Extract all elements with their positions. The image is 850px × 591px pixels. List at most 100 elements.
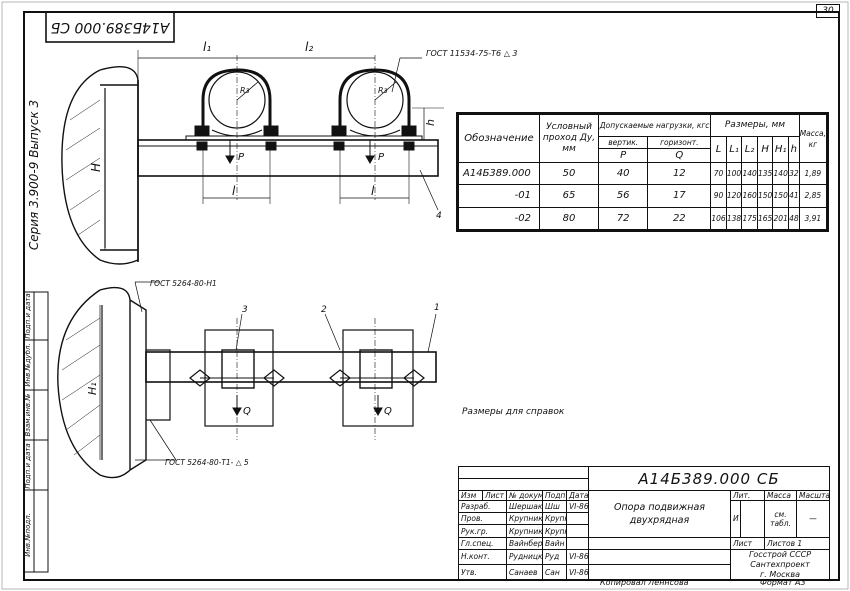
callout-2: 2 bbox=[321, 305, 327, 315]
col-mass: Масса, кг bbox=[798, 114, 828, 163]
sheet-label: Лист bbox=[730, 536, 765, 550]
col-horiz: горизонт. bbox=[647, 136, 712, 149]
cell-L2: 160 bbox=[741, 184, 758, 208]
role: Утв. bbox=[458, 564, 507, 581]
signature: Сан bbox=[542, 564, 567, 581]
col-loads: Допускаемые нагрузки, кгс bbox=[597, 114, 712, 137]
load-Q-label-2: Q bbox=[384, 406, 392, 417]
signature: Крупн bbox=[542, 524, 567, 538]
cell-code: -01 bbox=[458, 184, 540, 208]
role: Разраб. bbox=[458, 500, 507, 514]
signature: Вайн bbox=[542, 536, 567, 550]
cell-H1: 201 bbox=[772, 206, 789, 231]
mass-label: Масса bbox=[764, 490, 797, 502]
person-name: Вайнберг bbox=[506, 536, 543, 550]
dim-l-label-2: l bbox=[371, 184, 375, 198]
role: Н.конт. bbox=[458, 548, 507, 566]
cell-L2: 140 bbox=[741, 161, 758, 186]
date: VI-86 bbox=[566, 500, 589, 514]
person-name: Крупник bbox=[506, 512, 543, 526]
date bbox=[566, 512, 589, 526]
left-strip: Инв.№подл. Подп.и дата Взам.инв.№ Инв.№д… bbox=[23, 291, 49, 573]
col-dn: Условный проход Ду, мм bbox=[539, 114, 599, 163]
dim-l1-label: l₁ bbox=[203, 40, 211, 54]
title-block: А14Б389.000 СБ Изм Лист № докум. Подп. Д… bbox=[458, 465, 831, 582]
cell-mass: 1,89 bbox=[798, 161, 828, 186]
rotated-code-box bbox=[45, 11, 175, 43]
dim-col-L1: L₁ bbox=[725, 136, 743, 163]
org-line-1: Госстрой СССР bbox=[748, 549, 812, 559]
spec-table: Обозначение Условный проход Ду, мм Допус… bbox=[456, 112, 829, 232]
cell-code: А14Б389.000 bbox=[458, 161, 540, 186]
rotated-doc-code: А14Б389.000 СБ bbox=[51, 19, 171, 35]
load-Q-label-1: Q bbox=[243, 406, 251, 417]
cell-code: -02 bbox=[458, 206, 540, 231]
cell-p: 40 bbox=[597, 161, 649, 186]
gost-weld-1: ГОСТ 5264-80-Н1 bbox=[150, 279, 217, 288]
sheet-number: 30 bbox=[816, 4, 840, 18]
cell-L: 90 bbox=[710, 184, 727, 208]
role: Пров. bbox=[458, 512, 507, 526]
org-line-3: г. Москва bbox=[760, 569, 800, 579]
sheets-label: Листов 1 bbox=[763, 536, 831, 550]
dim-l2-label: l₂ bbox=[305, 40, 313, 54]
cell-H1: 150 bbox=[772, 184, 789, 208]
table-row: -01 65 56 17 90 120 160 150 150 41 2,85 bbox=[458, 184, 828, 208]
load-P-label-2: P bbox=[378, 152, 385, 163]
person-name: Санаев bbox=[506, 564, 543, 581]
cell-mass: 3,91 bbox=[798, 206, 828, 231]
col-designation: Обозначение bbox=[458, 114, 540, 163]
head-date: Дата bbox=[566, 490, 589, 502]
dim-col-L2: L₂ bbox=[741, 136, 758, 163]
head-sign: Подп. bbox=[542, 490, 567, 502]
format-label: Формат А3 bbox=[760, 578, 806, 587]
dim-H-label: H bbox=[89, 163, 103, 172]
org-line-2: Сантехпроект bbox=[750, 559, 810, 569]
dim-l-label-1: l bbox=[232, 184, 236, 198]
strip-label-3: Взам.инв.№ bbox=[24, 393, 32, 436]
date bbox=[566, 536, 589, 550]
cell-dn: 80 bbox=[539, 206, 599, 231]
signature: Руд bbox=[542, 548, 567, 566]
cell-H1: 140 bbox=[772, 161, 789, 186]
callout-3: 3 bbox=[242, 305, 248, 315]
cell-dn: 65 bbox=[539, 184, 599, 208]
col-dims: Размеры, мм bbox=[710, 114, 800, 137]
head-izm: Изм bbox=[458, 490, 483, 502]
strip-label-5: Подп.и дата bbox=[24, 293, 32, 338]
radius-label-2: Rз bbox=[378, 86, 388, 95]
cell-H: 150 bbox=[756, 184, 774, 208]
signature: Шш bbox=[542, 500, 567, 514]
copied-by: Копировал Леннсова bbox=[600, 578, 689, 587]
doc-code: А14Б389.000 СБ bbox=[587, 465, 831, 492]
col-vert: вертик. bbox=[597, 136, 649, 149]
strip-label-1: Инв.№подл. bbox=[24, 513, 32, 557]
radius-label-1: Rз bbox=[240, 86, 250, 95]
role: Рук.гр. bbox=[458, 524, 507, 538]
cell-q: 12 bbox=[647, 161, 712, 186]
callout-4: 4 bbox=[436, 211, 442, 221]
dim-col-H: H bbox=[756, 136, 774, 163]
title-line-2: двухрядная bbox=[629, 514, 690, 526]
role: Гл.спец. bbox=[458, 536, 507, 550]
lit-label: Лит. bbox=[730, 490, 765, 502]
signature: Крупн bbox=[542, 512, 567, 526]
strip-label-2: Подп.и дата bbox=[24, 443, 32, 488]
gost-weld-2: ГОСТ 5264-80-Т1- △ 5 bbox=[165, 458, 249, 467]
cell-p: 56 bbox=[597, 184, 649, 208]
cell-L: 106 bbox=[710, 206, 727, 231]
load-P-label-1: P bbox=[238, 152, 245, 163]
front-view bbox=[61, 50, 444, 265]
reference-note: Размеры для справок bbox=[462, 407, 565, 417]
plan-view bbox=[57, 281, 437, 479]
cell-H: 165 bbox=[756, 206, 774, 231]
cell-L: 70 bbox=[710, 161, 727, 186]
lit-value: И bbox=[730, 500, 741, 538]
person-name: Крупник bbox=[506, 524, 543, 538]
col-P: P bbox=[597, 148, 649, 163]
dim-col-H1: H₁ bbox=[772, 136, 789, 163]
scale-label: Масштаб bbox=[795, 490, 831, 502]
person-name: Рудницкая bbox=[506, 548, 543, 566]
